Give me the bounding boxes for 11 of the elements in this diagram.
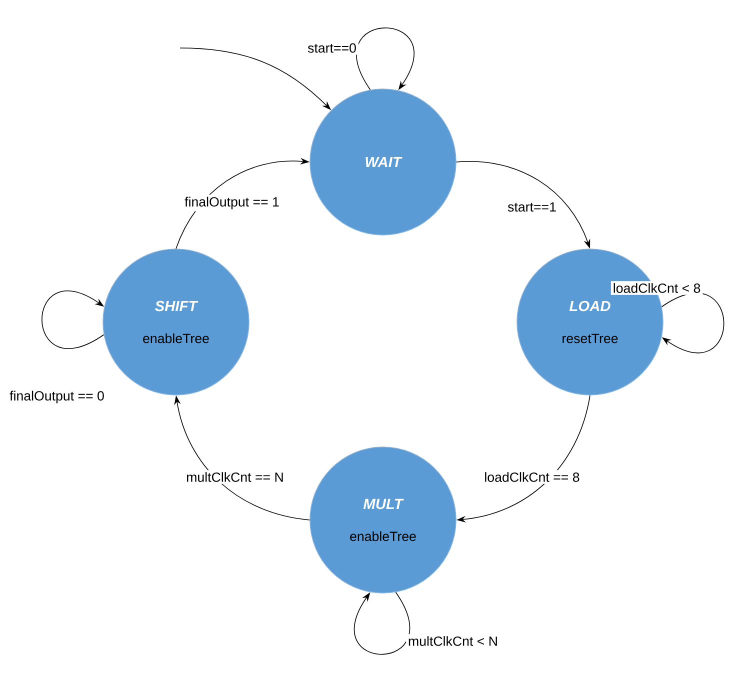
- self-loop-arrow: [356, 28, 414, 90]
- edge-label: loadClkCnt == 8: [482, 470, 582, 484]
- self-loop-arrow: [354, 592, 410, 655]
- self-loop-arrow: [661, 292, 724, 354]
- edge-label: multClkCnt == N: [184, 470, 286, 484]
- edge-label: start==1: [506, 200, 558, 214]
- edge-label: finalOutput == 1: [182, 194, 282, 212]
- edge-label: multClkCnt < N: [406, 634, 500, 648]
- edge-label: loadClkCnt < 8: [610, 281, 703, 295]
- self-loop-arrow: [42, 290, 104, 349]
- edge-label: start==0: [306, 41, 358, 55]
